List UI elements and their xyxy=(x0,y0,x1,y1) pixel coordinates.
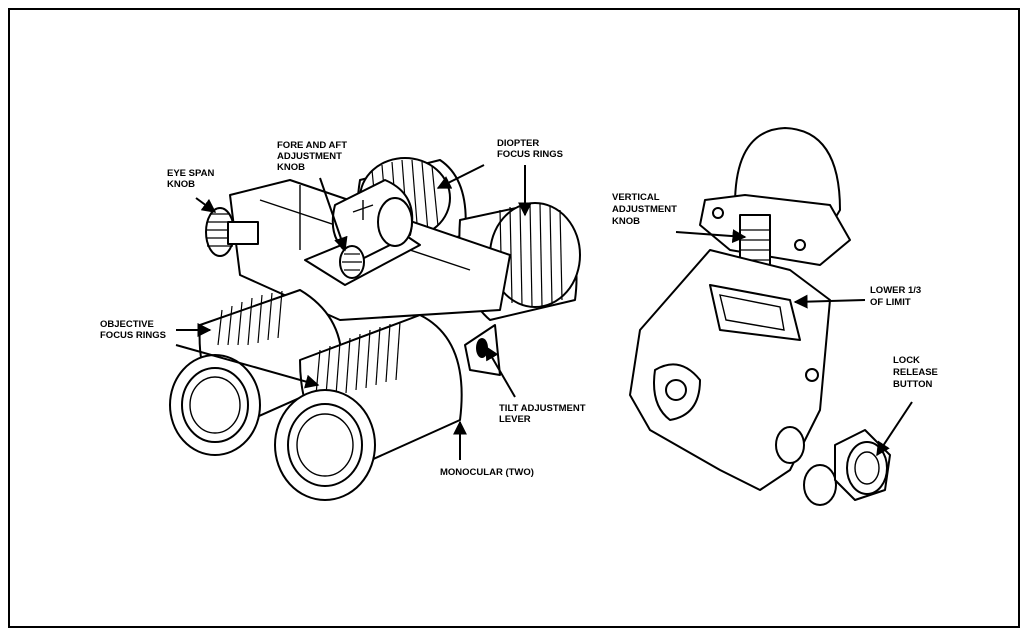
fore-aft-carrier xyxy=(304,179,421,286)
mount-illustration xyxy=(629,127,891,506)
svg-text:MONOCULAR (TWO): MONOCULAR (TWO) xyxy=(440,467,534,478)
svg-text:KNOB: KNOB xyxy=(277,162,305,173)
svg-text:KNOB: KNOB xyxy=(612,216,640,227)
label-lock-release-button: LOCK RELEASE BUTTON xyxy=(893,355,938,390)
svg-text:FORE AND AFT: FORE AND AFT xyxy=(277,140,347,151)
label-vertical-adjustment-knob: VERTICAL ADJUSTMENT KNOB xyxy=(612,192,677,227)
svg-text:FOCUS RINGS: FOCUS RINGS xyxy=(100,330,166,341)
svg-text:RELEASE: RELEASE xyxy=(893,367,938,378)
label-tilt-adjustment-lever: TILT ADJUSTMENT LEVER xyxy=(499,403,586,425)
tilt-lever xyxy=(464,324,501,376)
diagram-frame xyxy=(8,8,1020,628)
svg-text:VERTICAL: VERTICAL xyxy=(612,192,660,203)
svg-text:LEVER: LEVER xyxy=(499,414,531,425)
svg-text:OBJECTIVE: OBJECTIVE xyxy=(100,319,154,330)
svg-text:OF LIMIT: OF LIMIT xyxy=(870,297,911,308)
svg-text:ADJUSTMENT: ADJUSTMENT xyxy=(612,204,677,215)
leader-arrows xyxy=(175,164,913,460)
eye-span-knob xyxy=(205,207,259,257)
svg-text:KNOB: KNOB xyxy=(167,179,195,190)
svg-text:LOWER 1/3: LOWER 1/3 xyxy=(870,285,921,296)
goggle-illustration xyxy=(169,157,581,501)
label-monocular: MONOCULAR (TWO) xyxy=(440,467,534,478)
lock-release-button xyxy=(834,429,891,501)
label-objective-focus-rings: OBJECTIVE FOCUS RINGS xyxy=(100,319,166,341)
svg-text:FOCUS RINGS: FOCUS RINGS xyxy=(497,149,563,160)
label-fore-aft-knob: FORE AND AFT ADJUSTMENT KNOB xyxy=(277,140,347,173)
label-eye-span-knob: EYE SPAN KNOB xyxy=(167,168,214,190)
svg-text:TILT ADJUSTMENT: TILT ADJUSTMENT xyxy=(499,403,586,414)
label-lower-limit: LOWER 1/3 OF LIMIT xyxy=(870,285,921,308)
svg-text:DIOPTER: DIOPTER xyxy=(497,138,539,149)
svg-text:EYE SPAN: EYE SPAN xyxy=(167,168,214,179)
svg-text:BUTTON: BUTTON xyxy=(893,379,933,390)
label-diopter-focus-rings: DIOPTER FOCUS RINGS xyxy=(497,138,563,160)
svg-text:LOCK: LOCK xyxy=(893,355,920,366)
front-right-monocular xyxy=(274,314,463,501)
svg-text:ADJUSTMENT: ADJUSTMENT xyxy=(277,151,342,162)
